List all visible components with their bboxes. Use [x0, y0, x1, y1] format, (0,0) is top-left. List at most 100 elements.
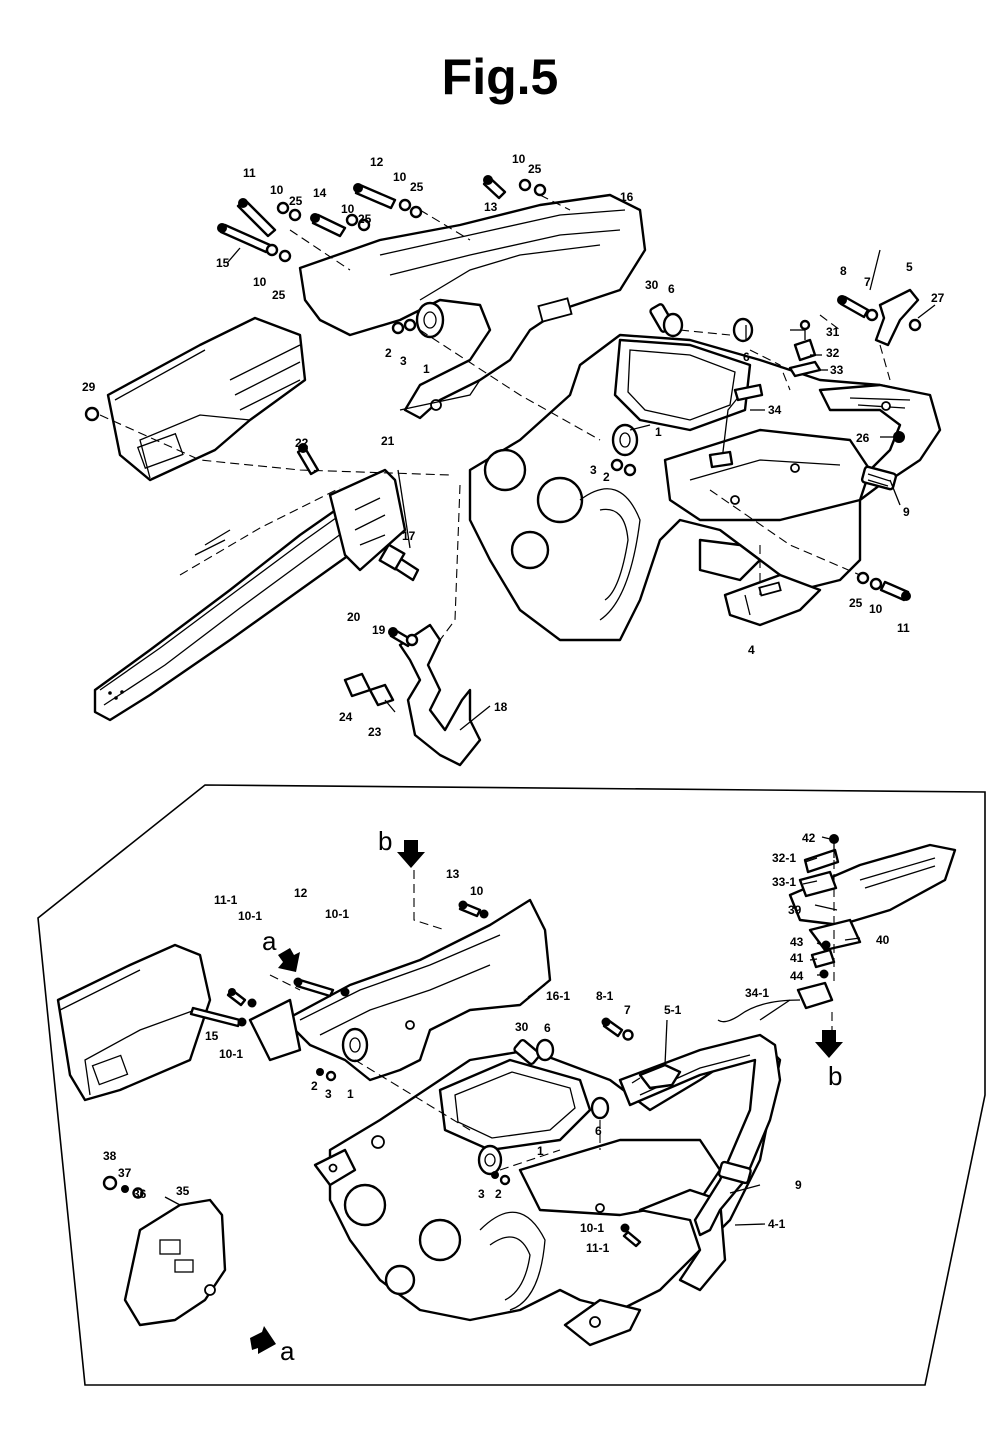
callout-label: 3 — [400, 354, 407, 368]
crankcase-inset — [313, 1038, 782, 1347]
callout-label: 27 — [931, 291, 945, 305]
callout-label: 31 — [826, 325, 840, 339]
callout-label: 10 — [512, 152, 526, 166]
arrow-b-top-icon — [397, 840, 425, 868]
callout-label: 1 — [655, 425, 662, 439]
callout-label: 8-1 — [596, 989, 614, 1003]
callout-label: 25 — [849, 596, 863, 610]
callout-label: 10-1 — [325, 907, 349, 921]
callout-label: 30 — [515, 1020, 529, 1034]
callout-label: 43 — [790, 935, 804, 949]
callout-label: 6 — [743, 350, 750, 364]
callout-label: 40 — [876, 933, 890, 947]
callout-label: 32-1 — [772, 851, 796, 865]
callout-label: 25 — [289, 194, 303, 208]
callout-label: 37 — [118, 1166, 132, 1180]
callout-label: 6 — [668, 282, 675, 296]
callout-label: 35 — [176, 1184, 190, 1198]
callout-label: 15 — [205, 1029, 219, 1043]
callout-label: 16-1 — [546, 989, 570, 1003]
callout-label: 29 — [82, 380, 96, 394]
callout-label: 1 — [537, 1144, 544, 1158]
figure-title: Fig.5 — [441, 49, 559, 105]
crankcase-body — [468, 333, 942, 642]
reference-letter-b: b — [378, 826, 392, 856]
callout-label: 39 — [788, 903, 802, 917]
top-cover-39 — [788, 843, 957, 952]
sprocket-cover-29 — [84, 316, 307, 482]
callout-label: 10-1 — [238, 909, 262, 923]
callout-label: 1 — [423, 362, 430, 376]
callout-label: 25 — [272, 288, 286, 302]
callout-label: 17 — [402, 529, 416, 543]
fasteners-inset — [189, 834, 839, 1248]
callout-label: 25 — [358, 212, 372, 226]
callout-label: 36 — [133, 1187, 147, 1201]
reference-arrows — [250, 840, 843, 1354]
callout-label: 33-1 — [772, 875, 796, 889]
callout-label: 41 — [790, 951, 804, 965]
callout-label: 13 — [446, 867, 460, 881]
callout-label: 7 — [624, 1003, 631, 1017]
inset-frame — [37, 784, 986, 1386]
arrow-a-bottom-icon — [250, 1326, 276, 1354]
callout-label: 26 — [856, 431, 870, 445]
bar-plate-21 — [328, 468, 407, 572]
callout-label: 1 — [347, 1087, 354, 1101]
callout-label: 2 — [603, 470, 610, 484]
callout-label: 13 — [484, 200, 498, 214]
callout-label: 10 — [869, 602, 883, 616]
callout-label: 10-1 — [219, 1047, 243, 1061]
reference-letter-a: a — [280, 1336, 295, 1366]
arrow-a-top-icon — [278, 948, 300, 972]
callout-label: 6 — [544, 1021, 551, 1035]
callout-label: 42 — [802, 831, 816, 845]
callout-label: 19 — [372, 623, 386, 637]
callout-label: 38 — [103, 1149, 117, 1163]
labels-inset: b 13 10 42 32-1 33-1 39 11-1 12 10-1 10-… — [103, 826, 890, 1366]
top-handle-housing-16 — [298, 193, 647, 420]
callout-label: 5 — [906, 260, 913, 274]
callout-label: 10 — [253, 275, 267, 289]
callout-label: 32 — [826, 346, 840, 360]
callout-label: 11-1 — [586, 1241, 610, 1255]
sprocket-cover-inset — [56, 943, 212, 1102]
leader-lines-top — [227, 247, 901, 731]
callout-label: 10-1 — [580, 1221, 604, 1235]
callout-label: 33 — [830, 363, 844, 377]
bottom-inset-view: b 13 10 42 32-1 33-1 39 11-1 12 10-1 10-… — [37, 784, 986, 1386]
callout-label: 5-1 — [664, 1003, 682, 1017]
callout-label: 18 — [494, 700, 508, 714]
callout-label: 10 — [470, 884, 484, 898]
callout-label: 16 — [620, 190, 634, 204]
callout-label: 2 — [495, 1187, 502, 1201]
assembly-lines-inset — [269, 860, 835, 1171]
labels-top: 11 10 25 14 10 25 12 10 25 13 10 25 16 1… — [82, 152, 945, 739]
callout-label: 10 — [393, 170, 407, 184]
callout-label: 7 — [864, 275, 871, 289]
cover-35 — [102, 1175, 227, 1327]
reference-letter-a: a — [262, 926, 277, 956]
callout-label: 15 — [216, 256, 230, 270]
leader-lines-inset — [164, 836, 861, 1226]
callout-label: 6 — [595, 1124, 602, 1138]
callout-label: 3 — [325, 1087, 332, 1101]
fasteners-top — [217, 175, 936, 713]
callout-label: 11-1 — [214, 893, 238, 907]
arrow-b-right-icon — [815, 1030, 843, 1058]
callout-label: 3 — [478, 1187, 485, 1201]
callout-label: 2 — [385, 346, 392, 360]
callout-label: 4 — [748, 643, 755, 657]
callout-label: 8 — [840, 264, 847, 278]
callout-label: 24 — [339, 710, 353, 724]
callout-label: 2 — [311, 1079, 318, 1093]
callout-label: 34-1 — [745, 986, 769, 1000]
top-exploded-view: 11 10 25 14 10 25 12 10 25 13 10 25 16 1… — [82, 152, 945, 767]
callout-label: 12 — [294, 886, 308, 900]
callout-label: 22 — [295, 436, 309, 450]
callout-label: 14 — [313, 186, 327, 200]
callout-label: 11 — [243, 166, 256, 180]
callout-label: 10 — [270, 183, 284, 197]
